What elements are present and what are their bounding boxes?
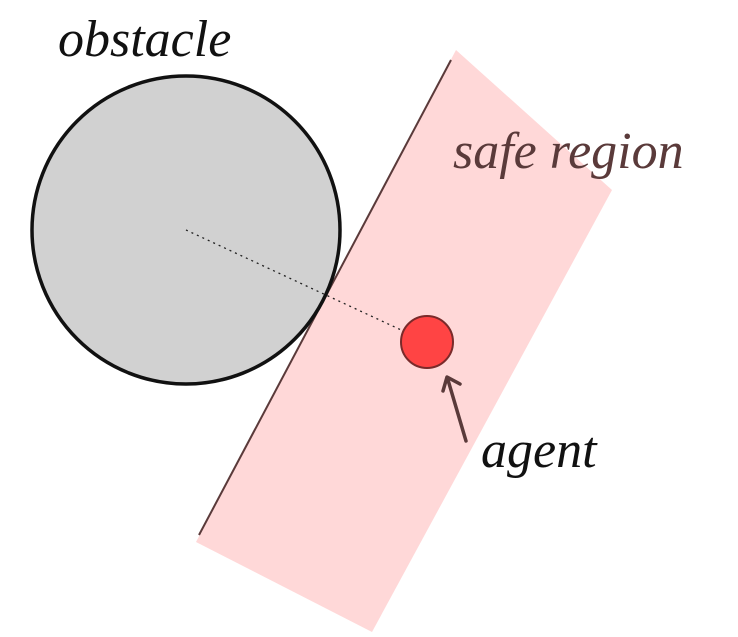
safe-region-label: safe region [453,123,684,180]
agent-label: agent [481,422,598,479]
agent-pointer-arrow [441,375,468,443]
agent-circle [400,315,454,369]
obstacle-label: obstacle [58,11,231,68]
obstacle-agent-distance-line [185,229,428,343]
